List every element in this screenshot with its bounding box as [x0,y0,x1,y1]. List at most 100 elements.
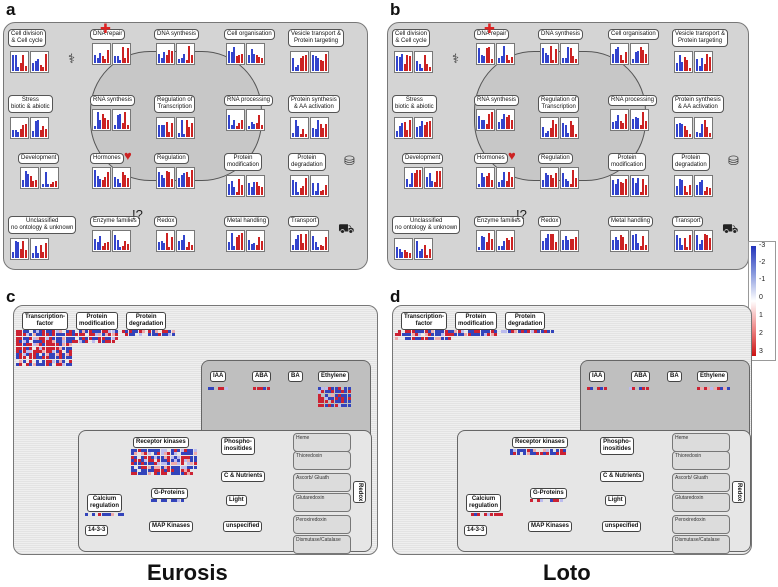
mini-bar [22,125,25,137]
mini-bar [408,184,411,187]
mini-bar [396,131,398,137]
heatmap-cell [144,455,148,459]
mini-bar [32,181,35,187]
heatmap-cell [157,452,161,456]
heatmap-cell [437,333,441,337]
heatmap-cell [45,333,49,337]
label-g-proteins: G-Proteins [530,488,567,499]
mini-bar-chart [226,175,245,197]
mini-bar [178,133,180,137]
mini-bar [503,172,506,187]
mini-bar [552,60,555,63]
heatmap-cell [190,472,194,476]
mini-bar-chart [156,43,175,65]
label-light: Light [226,495,247,506]
mini-bar [567,47,570,63]
heatmap-cell [160,452,164,456]
heatmap-cell [337,400,341,404]
mini-bar-chart [496,167,515,189]
label-calcium-regulation: Calcium regulation [87,494,123,512]
mini-bar [505,181,508,187]
mini-bar [238,235,241,250]
heatmap-cell [49,359,52,363]
mini-bar [639,125,642,129]
heatmap-cell [543,452,546,456]
legend-tick: -1 [759,276,766,283]
heatmap-cell [720,387,724,390]
mini-bar [325,54,327,71]
heatmap-cell [29,336,33,340]
heatmap-cell [180,455,184,459]
heatmap-cell [32,339,36,343]
heatmap-cell [147,472,151,476]
mini-bar [116,115,119,129]
heatmap-cell [45,349,49,353]
mini-bar [124,241,127,250]
mini-bar [322,246,325,250]
heatmap-cell [62,363,66,366]
mini-bar [500,56,503,63]
mini-bar [686,192,689,195]
mini-bar [299,234,302,250]
mini-bar [119,60,122,63]
heatmap-cell [105,333,108,337]
heatmap-cell [347,400,351,404]
heatmap-cell [559,449,563,452]
heatmap-cell [514,330,518,333]
heatmap-cell [324,400,328,404]
heatmap-cell [16,363,19,366]
heatmap-cell [39,349,43,353]
heatmap-cell [29,363,33,366]
mini-bar [416,61,418,71]
mini-bar [567,133,570,137]
heatmap-cell [39,343,43,347]
mini-bar [47,184,50,187]
category-label-metal-handling: Metal handling [224,216,270,227]
mini-bar [299,58,302,71]
heatmap-cell [160,468,164,472]
heatmap-cell [480,333,484,337]
mini-bar [612,122,614,129]
heatmap-cell [517,330,521,333]
heatmap-cell [32,333,36,337]
mini-bar [696,185,698,195]
heatmap-cell [140,468,144,472]
mini-bar [485,48,488,63]
mini-bar [614,237,617,250]
mini-bar [683,186,686,195]
dna-icon: ⚕ [452,51,460,66]
mini-bar [429,121,431,137]
heatmap-cell [137,458,141,462]
mini-bar [188,46,191,63]
redox-subgroup: Heme [672,433,730,452]
heatmap-cell [526,449,530,452]
heatmap-cell [645,387,649,390]
car-icon: ⛟ [338,221,355,236]
legend-tick: 0 [759,294,763,301]
heatmap-cell [157,458,161,462]
mini-bar-chart [310,230,329,252]
mini-bar [178,178,180,187]
category-label-cell-organisation: Cell organisation [224,29,275,40]
heatmap-cell [167,452,171,456]
mini-bar [238,123,241,129]
mini-bar [119,183,122,187]
heatmap-cell [318,400,321,404]
heatmap-cell [183,455,187,459]
mini-bar-chart [92,43,111,65]
question-icon: !? [132,207,143,222]
mini-bar-chart [246,175,265,197]
mini-bar [127,244,129,250]
label-ascorb-gluath: Ascorb/ Gluath [675,475,709,481]
heatmap-cell [344,400,348,404]
heatmap-cell [341,400,345,404]
heatmap-cell [98,336,102,340]
mini-bar [22,241,25,258]
heatmap-cell [493,513,497,516]
mini-bar [253,182,256,195]
heatmap-cell [111,330,115,333]
heatmap-cell [42,363,46,366]
redox-subgroup: Glutaredoxin [293,493,351,512]
mini-bar [258,57,261,63]
